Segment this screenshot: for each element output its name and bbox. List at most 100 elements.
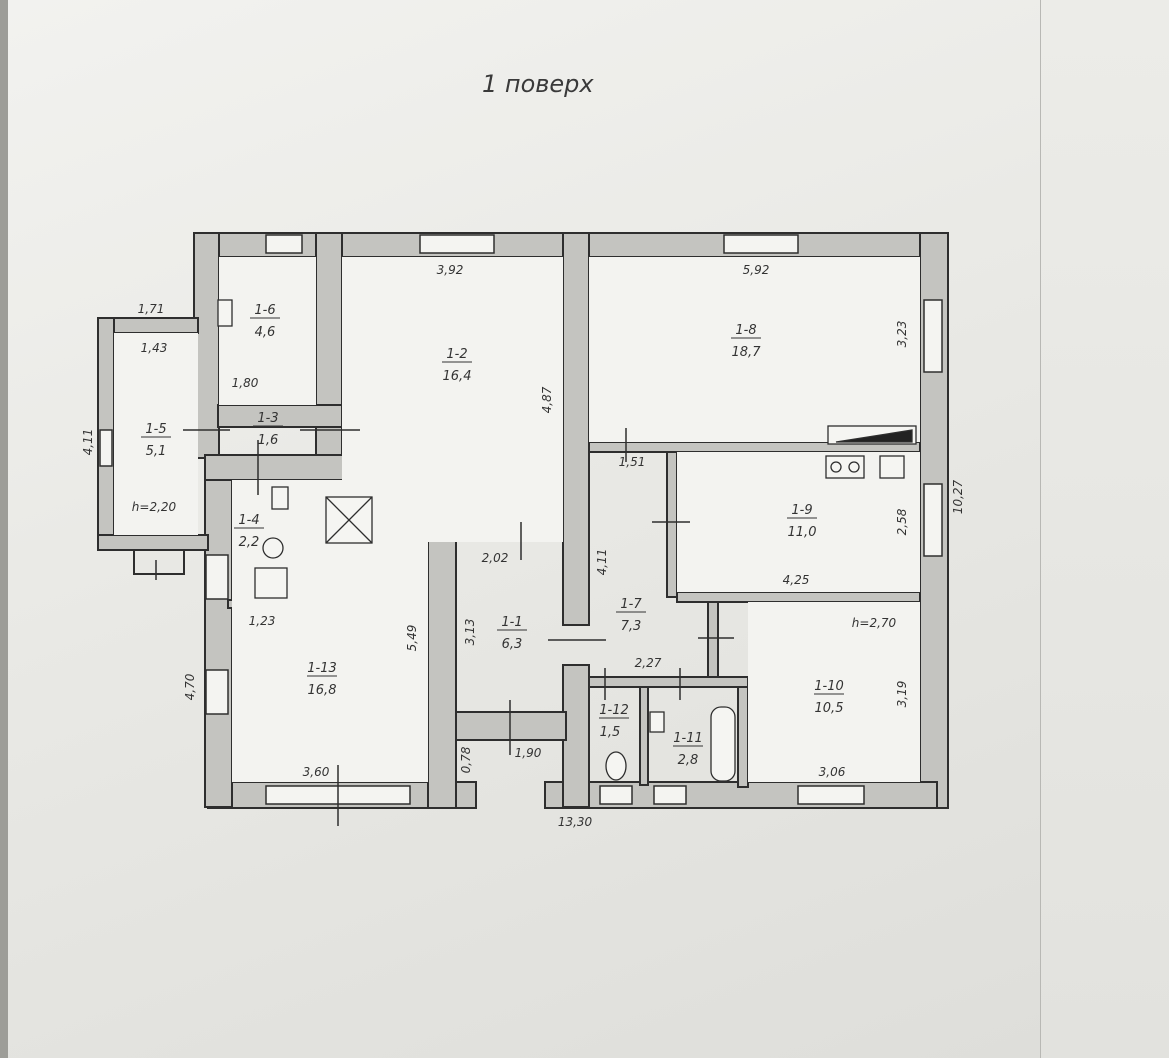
paper-sheet-right [1040, 0, 1169, 1058]
room-area: 7,3 [621, 619, 642, 634]
room-1-8: 1-8 18,7 [731, 323, 761, 360]
wall-1-1-bottom [455, 711, 567, 741]
shower-icon [254, 567, 288, 599]
room-fills [114, 257, 920, 782]
room-id: 1-10 [814, 679, 844, 694]
wall-1-3-top [217, 404, 343, 428]
dim-label: 1,90 [515, 746, 542, 760]
height-label: h=2,20 [132, 500, 177, 514]
toilet-icon [605, 751, 627, 781]
room-area: 2,8 [678, 753, 699, 768]
dim-label: 4,25 [783, 573, 810, 587]
dim-label: 5,92 [743, 263, 770, 277]
room-area: 6,3 [502, 637, 523, 652]
boiler-icon [271, 486, 289, 510]
wall-1-12-right [639, 686, 649, 786]
room-area: 5,1 [146, 444, 167, 459]
room-1-10-fill [748, 602, 920, 782]
porch-step [133, 549, 185, 575]
room-1-11: 1-11 2,8 [673, 731, 703, 768]
burner-icon [848, 461, 860, 473]
dim-label: 3,23 [895, 321, 909, 348]
wall-center-upper [562, 232, 590, 626]
window-1-13-left [205, 669, 229, 715]
dim-label: 3,19 [895, 681, 909, 708]
room-id: 1-3 [257, 411, 278, 426]
window-1-4 [205, 554, 229, 600]
room-1-3: 1-3 1,6 [253, 411, 283, 448]
wall-1-10-left [707, 601, 719, 678]
dim-label: 4,11 [595, 549, 609, 576]
dim-label: 1,23 [249, 614, 276, 628]
dim-label: 4,70 [183, 673, 197, 700]
room-area: 1,6 [258, 433, 279, 448]
room-area: 4,6 [255, 325, 276, 340]
dimension-labels: 3,92 5,92 1,71 1,43 1,80 1,51 2,02 4,25 … [81, 263, 965, 829]
dim-label: 2,02 [482, 551, 509, 565]
room-area: 1,5 [600, 725, 621, 740]
room-area: 2,2 [239, 535, 260, 550]
room-1-10: 1-10 10,5 [814, 679, 844, 716]
room-id: 1-4 [238, 513, 259, 528]
boiler-icon [217, 299, 233, 327]
doors [155, 428, 734, 826]
room-area: 18,7 [732, 345, 762, 360]
washbasin-icon [649, 711, 665, 733]
dim-label: 4,11 [81, 429, 95, 456]
sink-icon [879, 455, 905, 479]
wall-center-lower [562, 664, 590, 808]
burner-icon [830, 461, 842, 473]
dim-label: 2,58 [895, 508, 909, 535]
dim-label: 10,27 [951, 479, 965, 514]
dim-label: 1,71 [138, 302, 165, 316]
dim-label: 5,49 [405, 625, 419, 652]
room-id: 1-1 [501, 615, 522, 630]
room-id: 1-11 [673, 731, 703, 746]
window-1-10-bottom [797, 785, 865, 805]
room-1-2: 1-2 16,4 [442, 347, 472, 384]
dim-label: 2,27 [635, 656, 662, 670]
room-area: 16,8 [308, 683, 337, 698]
dim-label: 3,13 [463, 619, 477, 646]
room-area: 10,5 [815, 701, 844, 716]
dim-label: 3,60 [303, 765, 330, 779]
dim-label: 1,43 [141, 341, 168, 355]
wall-1-9-left [666, 451, 678, 598]
room-id: 1-12 [599, 703, 629, 718]
fixtures [217, 299, 917, 782]
window-1-9-right [923, 483, 943, 557]
ventilation-cross [325, 496, 373, 544]
room-id: 1-13 [307, 661, 337, 676]
room-id: 1-2 [446, 347, 467, 362]
room-1-12: 1-12 1,5 [599, 703, 629, 740]
wall-left-lower [204, 454, 233, 808]
stove-flue-mark [835, 429, 913, 443]
room-id: 1-6 [254, 303, 275, 318]
washbasin-icon [262, 537, 284, 559]
room-id: 1-5 [145, 422, 166, 437]
room-id: 1-8 [735, 323, 756, 338]
window-1-2 [419, 234, 495, 254]
room-1-5-fill [114, 333, 198, 535]
dim-label: 0,78 [459, 746, 473, 773]
room-1-8-fill [589, 257, 920, 442]
room-1-6: 1-6 4,6 [250, 303, 280, 340]
room-1-13: 1-13 16,8 [307, 661, 337, 698]
room-id: 1-7 [620, 597, 642, 612]
window-1-11-bottom [653, 785, 687, 805]
room-labels: 1-6 4,6 1-2 16,4 1-8 18,7 1-5 5,1 1-3 1,… [141, 303, 844, 768]
height-label: h=2,70 [852, 616, 897, 630]
window-1-12-bottom [599, 785, 633, 805]
dim-label: 3,92 [437, 263, 464, 277]
window-1-8 [723, 234, 799, 254]
dim-label: 1,80 [232, 376, 259, 390]
room-area: 11,0 [788, 525, 817, 540]
wall-wc-top [588, 676, 749, 688]
room-1-5: 1-5 5,1 [141, 422, 171, 459]
bathtub-icon [710, 706, 736, 782]
room-1-6-fill [219, 257, 316, 405]
dim-label: 4,87 [540, 386, 554, 413]
room-1-4: 1-4 2,2 [234, 513, 264, 550]
desk-edge [0, 0, 10, 1058]
